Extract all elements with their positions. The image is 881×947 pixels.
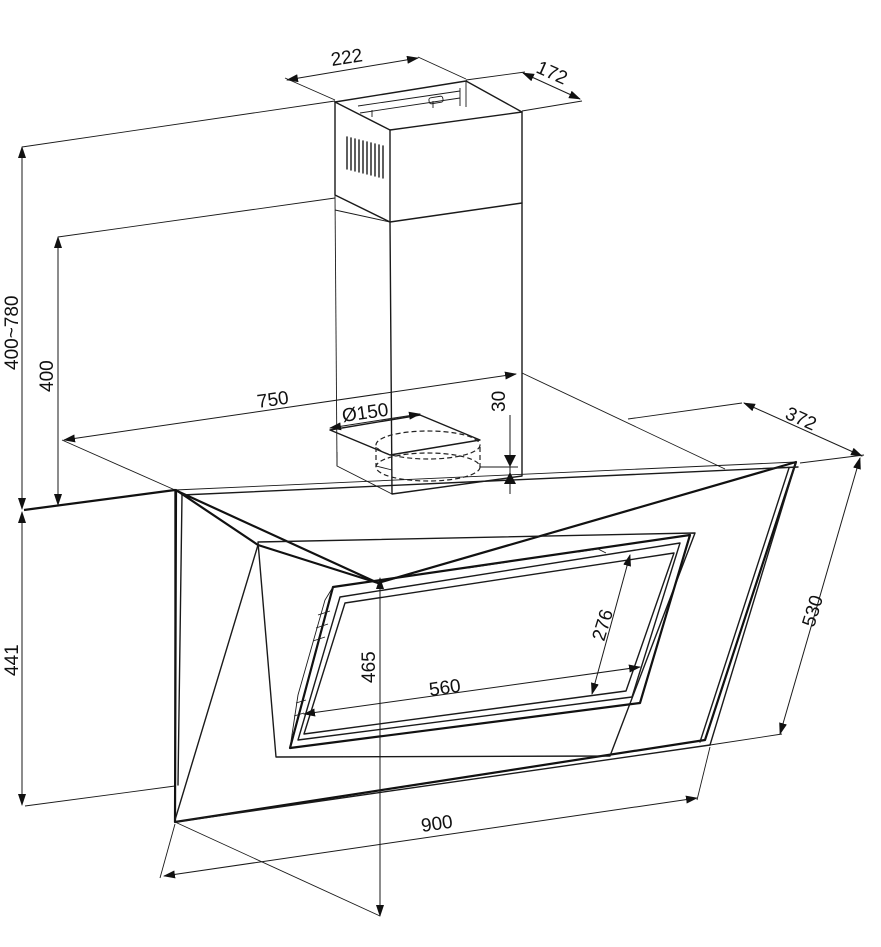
hood-body: [23, 372, 799, 824]
label-hood-depth-top: 750: [256, 388, 290, 413]
label-hood-side-depth: 372: [782, 403, 820, 435]
chimney-lower-section: [389, 202, 523, 495]
dimension-labels: 222 172 400~780 400 441 750 Ø150 30 372 …: [2, 45, 828, 837]
label-chimney-width: 222: [329, 45, 364, 71]
glass-panel: [173, 460, 798, 824]
dimension-lines: [18, 55, 865, 917]
chimney: [329, 80, 523, 495]
chimney-vent-grille: [346, 136, 384, 179]
label-duct-offset: 30: [489, 391, 510, 412]
label-duct-diameter: Ø150: [341, 400, 390, 427]
label-filter-width: 560: [428, 676, 462, 701]
label-chimney-lower-height: 400: [37, 360, 58, 392]
glass-outer-frame: [257, 532, 696, 758]
label-panel-height: 441: [2, 644, 23, 676]
wall-line: [23, 488, 379, 585]
label-filter-depth: 276: [589, 607, 618, 643]
label-chimney-depth: 172: [533, 57, 571, 89]
filter-frame: [288, 533, 692, 750]
label-glass-height: 530: [799, 593, 828, 629]
label-chimney-height-range: 400~780: [2, 296, 23, 371]
label-hood-width: 900: [420, 812, 454, 837]
label-filter-height: 465: [359, 651, 380, 683]
